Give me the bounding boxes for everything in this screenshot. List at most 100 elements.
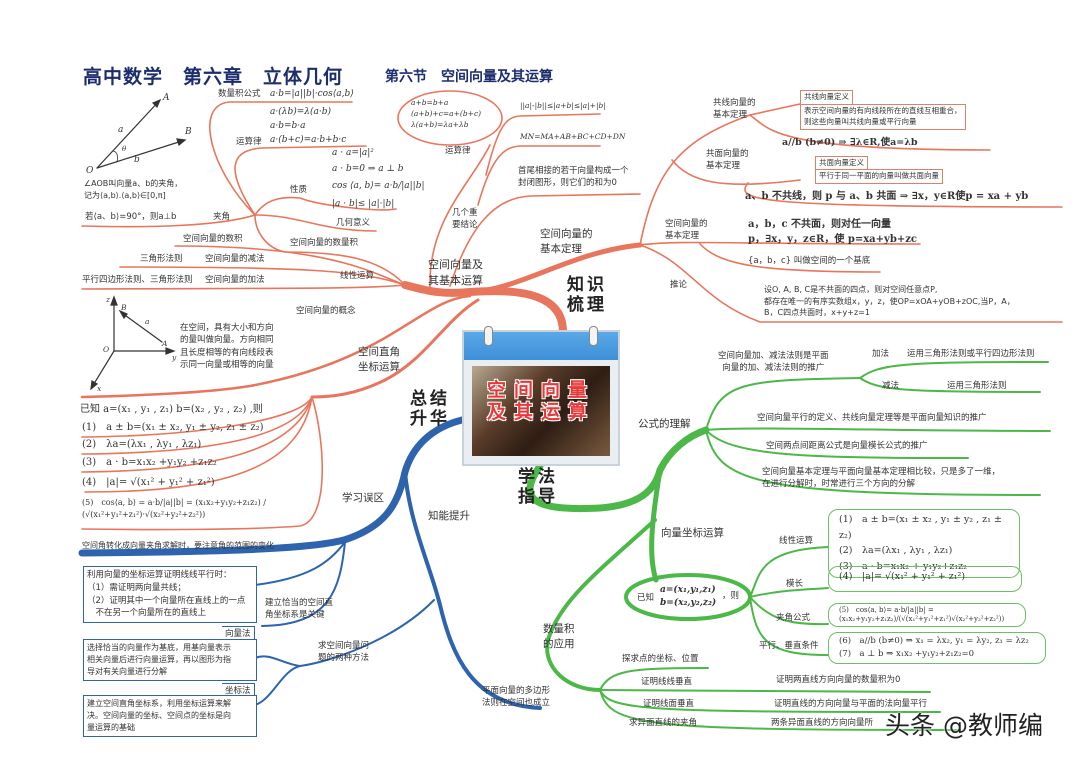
laws-ellipse-2: (a+b)+c=a+(b+c) [411,109,482,118]
label-O: O [86,166,94,176]
coord-ops-branch [649,467,663,583]
dot-app-label: 数量积 的应用 [543,623,575,651]
basis-note: {a，b，c} 叫做空间的一个基底 [748,256,871,266]
label-theta: θ [122,145,127,153]
label-B: B [120,303,127,312]
given-a: a=(x₁,y₁,z₁) [660,585,716,595]
knowledge-right-branch [467,242,643,295]
label-y: y [171,353,177,362]
given-vectors: 已知 a=(x₁ , y₁ , z₁) b=(x₂ , y₂ , z₂) ,则 [80,404,263,415]
coord-row-3: (3) a · b=x₁x₂ +y₁y₂ +z₁z₂ [82,457,217,468]
subtraction-line [119,266,406,286]
laws-ellipse-1: a+b=b+a [411,98,449,107]
conclusions-label: 几个重 要结论 [452,208,478,231]
method-branches [526,361,1051,731]
collinear-theorem-label: 共线向量的 基本定理 [713,98,756,121]
vector-method-tab: 向量法 [222,626,255,639]
row-3-line [81,396,313,473]
hub-summary: 总结 升华 [410,389,450,429]
length-label: 模长 [786,579,804,589]
page-title: 高中数学 第六章 立体几何 [83,66,344,88]
coplanar-def: 平行于同一平面的向量叫做共面向量 [815,169,943,184]
angle-formula-box: (5) cos⟨a, b⟩= a·b/|a||b| = (x₁x₂+y₁y₂+z… [828,603,1026,628]
basis-note-line [705,429,1041,496]
angle-note: ∠AOB叫向量a、b的夹角， 记为⟨a,b⟩.⟨a,b⟩∈[0,π] [84,179,183,200]
angle-line [81,214,256,228]
coplanar-def-tab: 共面向量定义 [815,156,868,170]
cond-link [749,596,829,656]
key-line [261,541,346,627]
angle-diagram [96,98,187,169]
corollary-text: 设O, A, B, C是不共面的四点，则对空间任意点P, 都存在唯一的有序实数组… [764,285,1015,318]
plane-perp: 证明线面垂直 [643,699,695,709]
label-A: A [162,93,170,103]
dot-app-branch [545,518,657,692]
conditions-box: (6) a//b (b≠0) ⇒ x₁ = λx₂, y₁ = λy₂, z₁ … [828,632,1046,665]
label-x: x [97,384,102,393]
laws-ellipse-line [429,144,491,289]
coord-row-2: (2) λa=(λx₁ , λy₁ , λz₁) [82,439,202,450]
concept-line [80,294,472,399]
collinear-def: 表示空间向量的有向线段所在的直线互相重合， 则这些向量叫共线向量或平行向量 [800,104,966,130]
label-O: O [103,345,109,354]
hub-method: 学法 指导 [518,467,558,507]
addition-label: 空间向量的加法 [205,275,265,285]
summary-main-branch [78,416,466,557]
dot-formula: a·b=|a||b|·cos⟨a,b⟩ [270,89,354,99]
given-b: b=(x₂,y₂,z₂) [660,598,717,608]
conclusion-line-1 [485,113,601,176]
parallel-proof-box: 利用向量的坐标运算证明线线平行时： （1）需证明两向量共线； （2）证明其中一个… [83,566,257,623]
conclusion-1: ||a|-|b||≤|a+b|≤|a|+|b| [520,101,606,110]
ring-icon [589,326,598,346]
line-perp-how: 证明两直线方向向量的数量积为0 [776,675,901,685]
coord-method-line [254,665,301,706]
collinear-branch [639,103,801,246]
hub-knowledge: 知识 梳理 [567,275,607,315]
add-label: 加法 [872,349,890,359]
coord-method-box: 建立空间直角坐标系，利用坐标运算来解 决。空间向量的坐标、空间点的坐标是向 量运… [83,695,257,737]
conclusion-3: 首尾相接的若干向量构成一个 封闭图形，则它们的和为0 [518,166,629,189]
row-1-line [81,396,313,438]
axes-diagram [90,295,176,391]
law-1: a·(λb)=λ(a·b) [270,107,331,117]
line-perp-line [599,689,931,693]
add-line [859,361,1049,379]
properties-label: 性质 [290,185,308,195]
angle-diagram-labels: A B O a b θ [86,93,192,176]
coord-ops-label: 空间直角 坐标运算 [358,346,400,374]
watermark: 头条 @教师编 [885,711,1043,740]
axes-diagram-labels: z y x O A B a [97,295,177,393]
coplanar-formula-line [744,182,1063,208]
conclusion-line-3 [449,193,641,287]
label-B: B [184,127,192,137]
polygon-rule-note: 平面向量的多边形 法则在空间也成立 [482,686,551,709]
skew-angle-how: 两条异面直线的方向向量所 [771,718,874,728]
scalar-line [174,245,406,286]
basis-line [699,243,881,273]
label-b: b [134,155,140,165]
space-formula: a，b，c 不共面，则对任一向量 p，∃x，y，z∈R，使 p=xa+yb+zc [748,219,917,245]
corollary-label: 推论 [670,280,688,290]
angle-link [749,596,829,626]
find-point-line [599,667,709,691]
skew-line [599,689,961,731]
length-link [749,587,829,598]
row-4-line [84,396,313,493]
vector-method-box: 选择恰当的向量作为基底，用基向量表示 相关向量后进行向量运算，再以图形为指 导对… [83,639,257,681]
parallel-note: 空间向量平行的定义、共线向量定理等是平面向量知识的推广 [757,413,987,423]
distance-note-line [705,429,969,459]
given-then: ，则 [722,591,740,601]
two-methods-line [299,599,435,667]
key-note: 建立恰当的空间直 角坐标系是关键 [265,598,334,621]
plane-perp-how: 证明直线的方向向量与平面的法向量平行 [774,699,928,709]
dot-formula-label: 数量积公式 [218,89,261,99]
law-3: a·(b+c)=a·b+b·c [270,135,347,145]
angle-formula-label: 夹角公式 [776,613,811,623]
collinear-formula-line [749,114,991,151]
laws-label-2: 运算律 [445,146,471,156]
geometric-line [254,214,377,232]
addition-rule: 平行四边形法则、三角形法则 [82,275,193,285]
concept-label: 空间向量的概念 [296,306,356,316]
label-a: a [118,125,123,135]
